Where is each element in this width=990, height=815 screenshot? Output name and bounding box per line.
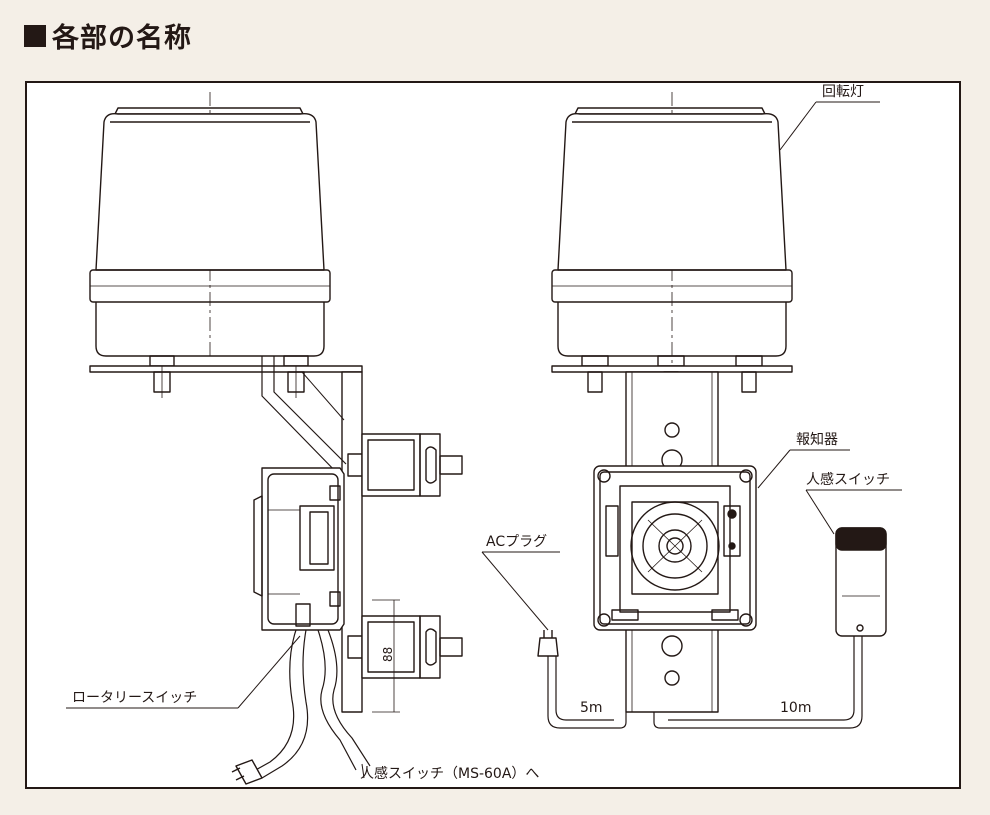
side-rotating-lamp [89, 107, 331, 357]
side-clamp-upper [347, 433, 463, 497]
label-ac-plug: ACプラグ [486, 534, 547, 550]
label-alarm-unit: 報知器 [796, 431, 838, 448]
label-bracket-dimension: 88 [381, 647, 395, 662]
heading-square-icon [24, 24, 46, 47]
label-motion-switch: 人感スイッチ [806, 471, 890, 488]
front-alarm-unit [593, 465, 757, 631]
label-rotating-lamp: 回転灯 [822, 84, 864, 100]
label-rotary-switch: ロータリースイッチ [72, 690, 197, 706]
section-title: 各部の名称 [52, 23, 192, 54]
section-heading: 各部の名称 [24, 16, 192, 55]
label-to-motion-switch: 人感スイッチ（MS-60A）へ [360, 765, 539, 782]
ac-plug [537, 630, 559, 657]
side-view [66, 92, 463, 785]
label-cable-length-switch: 10m [780, 700, 811, 716]
label-cable-length-ac: 5m [580, 700, 603, 716]
side-alarm-box [253, 467, 345, 631]
motion-switch-unit [835, 527, 887, 637]
front-view [481, 92, 902, 729]
side-clamp-lower [347, 615, 463, 679]
front-rotating-lamp [551, 107, 793, 357]
